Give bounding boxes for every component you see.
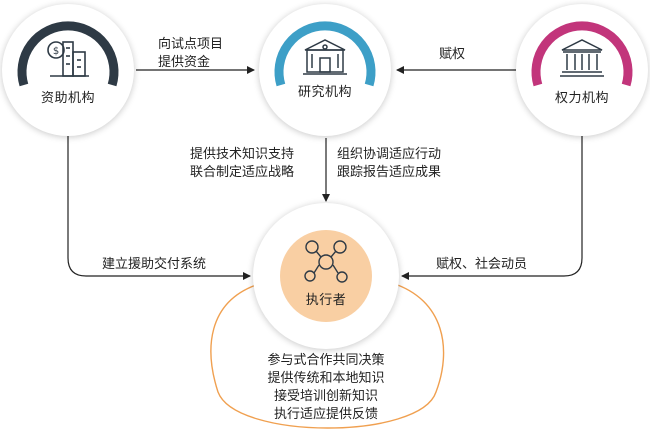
university-building-icon xyxy=(303,39,347,75)
bank-building-icon: $ xyxy=(47,41,89,77)
label-research-support: 提供技术知识支持 联合制定适应战略 xyxy=(190,146,294,182)
label-line: 赋权、社会动员 xyxy=(436,257,528,272)
implementer-outcomes: 参与式合作共同决策 提供传统和本地知识 接受培训创新知识 执行适应提供反馈 xyxy=(252,352,400,424)
node-authority[interactable]: 权力机构 xyxy=(516,4,648,136)
label-authority-to-implementer: 赋权、社会动员 xyxy=(436,256,527,274)
node-implementer-label: 执行者 xyxy=(305,293,347,308)
label-line: 提供技术知识支持 xyxy=(190,147,295,162)
outcome-outline xyxy=(210,282,445,429)
label-line: 建立援助交付系统 xyxy=(102,257,207,272)
node-funder-label: 资助机构 xyxy=(40,91,95,106)
outcome-item: 执行适应提供反馈 xyxy=(273,407,378,422)
government-building-icon xyxy=(560,39,604,77)
label-line: 联合制定适应战略 xyxy=(190,165,295,180)
label-line: 赋权 xyxy=(439,47,466,62)
label-line: 提供资金 xyxy=(158,55,211,70)
arrow-funder-to-implementer xyxy=(67,134,251,280)
node-funder[interactable]: $ 资助机构 xyxy=(2,4,134,136)
label-authority-to-research: 赋权 xyxy=(439,46,465,64)
label-line: 向试点项目 xyxy=(158,37,224,52)
label-line: 跟踪报告适应成果 xyxy=(337,165,442,180)
node-authority-label: 权力机构 xyxy=(554,91,609,106)
outcome-item: 接受培训创新知识 xyxy=(273,389,378,404)
research-ring xyxy=(274,21,376,87)
outcome-item: 提供传统和本地知识 xyxy=(267,371,385,386)
implementer-disc xyxy=(280,230,372,322)
people-network-icon xyxy=(304,240,348,283)
svg-text:$: $ xyxy=(53,46,59,57)
arrow-authority-to-implementer xyxy=(401,134,583,280)
node-research-label: 研究机构 xyxy=(297,85,352,100)
label-funder-to-research: 向试点项目 提供资金 xyxy=(158,36,223,72)
node-research[interactable]: 研究机构 xyxy=(259,4,391,136)
outcome-item: 参与式合作共同决策 xyxy=(267,353,385,368)
label-research-coordination: 组织协调适应行动 跟踪报告适应成果 xyxy=(337,146,441,182)
node-implementer[interactable]: 执行者 xyxy=(253,203,399,349)
funder-ring: $ xyxy=(17,21,119,87)
label-funder-to-implementer: 建立援助交付系统 xyxy=(102,256,206,274)
authority-ring xyxy=(531,21,633,87)
label-line: 组织协调适应行动 xyxy=(337,147,442,162)
